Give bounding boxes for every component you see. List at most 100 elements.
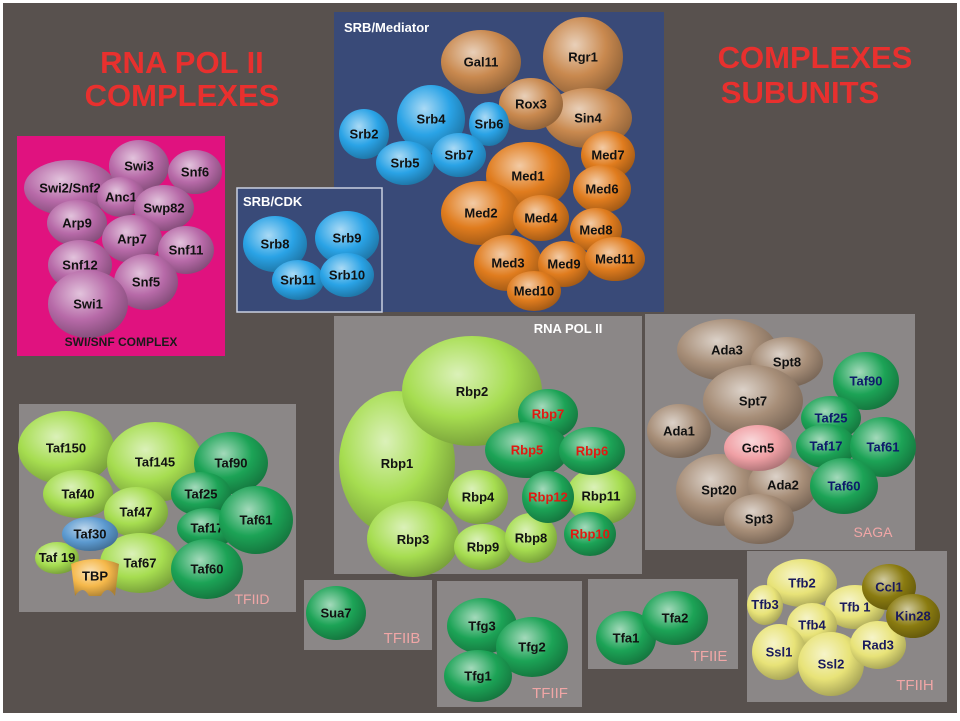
subunit-rnapol2-rbp4: Rbp4 bbox=[448, 470, 508, 524]
subunit-mediator-med10: Med10 bbox=[507, 271, 561, 311]
subunit-label: Med9 bbox=[547, 257, 580, 272]
subunit-saga-gcn5: Gcn5 bbox=[724, 425, 792, 471]
subunit-mediator-srb6: Srb6 bbox=[469, 102, 509, 146]
subunit-rnapol2-rbp5: Rbp5 bbox=[485, 422, 569, 478]
subunit-blob bbox=[171, 472, 231, 516]
subunit-saga-taf17: Taf17 bbox=[796, 424, 856, 468]
subunit-srbcdk-srb8: Srb8 bbox=[243, 216, 307, 272]
subunit-label: Taf40 bbox=[62, 486, 95, 501]
subunit-label: Ssl1 bbox=[766, 644, 793, 659]
subunit-blob bbox=[499, 78, 563, 130]
subunit-label: Srb5 bbox=[391, 156, 420, 171]
subunit-label: Srb6 bbox=[475, 117, 504, 132]
subunit-saga-ada1: Ada1 bbox=[647, 404, 711, 458]
subunit-label: Rbp1 bbox=[381, 456, 414, 471]
subunit-blob bbox=[507, 271, 561, 311]
subunit-label: Spt3 bbox=[745, 512, 773, 527]
subunit-blob bbox=[850, 621, 906, 669]
subunit-label: Taf30 bbox=[74, 526, 107, 541]
subunit-label: Rbp8 bbox=[515, 531, 548, 546]
subunit-blob bbox=[724, 425, 792, 471]
heading-right: COMPLEXES SUBUNITS bbox=[718, 40, 913, 110]
subunit-blob bbox=[833, 352, 899, 410]
subunit-label: Taf61 bbox=[867, 440, 900, 455]
subunit-blob bbox=[62, 517, 118, 551]
subunit-tfiid-taf61: Taf61 bbox=[219, 486, 293, 554]
subunit-rnapol2-rbp2: Rbp2 bbox=[402, 336, 542, 446]
subunit-rnapol2-rbp3: Rbp3 bbox=[367, 501, 459, 577]
caption-tfiif: TFIIF bbox=[532, 685, 568, 702]
subunit-blob bbox=[367, 501, 459, 577]
subunit-label: Tfb 1 bbox=[839, 599, 870, 614]
subunit-tfiid-taf47: Taf47 bbox=[104, 487, 168, 537]
subunit-blob bbox=[315, 211, 379, 265]
subunit-blob bbox=[158, 226, 214, 274]
subunit-label: Rbp10 bbox=[570, 527, 610, 542]
subunit-label: Spt7 bbox=[739, 394, 767, 409]
subunit-label: Med3 bbox=[491, 256, 524, 271]
subunit-saga-taf60: Taf60 bbox=[810, 458, 878, 514]
subunit-label: Tfa2 bbox=[662, 611, 689, 626]
subunit-blob bbox=[747, 585, 783, 625]
subunit-label: Taf60 bbox=[828, 479, 861, 494]
subunit-blob bbox=[850, 417, 916, 477]
subunit-tfiib-sua7: Sua7 bbox=[306, 586, 366, 640]
subunit-rnapol2-rbp11: Rbp11 bbox=[566, 467, 636, 525]
subunit-blob bbox=[485, 422, 569, 478]
subunit-saga-spt3: Spt3 bbox=[724, 494, 794, 544]
heading-left: RNA POL II COMPLEXES bbox=[85, 45, 280, 113]
subunit-srbcdk-srb10: Srb10 bbox=[320, 253, 374, 297]
subunit-mediator-med2: Med2 bbox=[441, 181, 521, 245]
subunit-label: Srb9 bbox=[333, 231, 362, 246]
subunit-label: Snf6 bbox=[181, 164, 209, 179]
subunit-blob bbox=[543, 17, 623, 97]
subunit-label: Swi3 bbox=[124, 158, 154, 173]
subunit-mediator-rgr1: Rgr1 bbox=[543, 17, 623, 97]
subunit-srbcdk-srb11: Srb11 bbox=[272, 260, 324, 300]
subunit-label: Rbp3 bbox=[397, 532, 430, 547]
subunit-label: Taf67 bbox=[124, 555, 157, 570]
subunit-saga-taf90: Taf90 bbox=[833, 352, 899, 410]
subunit-rnapol2-rbp6: Rbp6 bbox=[559, 427, 625, 475]
subunit-rnapol2-rbp9: Rbp9 bbox=[454, 524, 512, 570]
subunit-mediator-srb2: Srb2 bbox=[339, 109, 389, 159]
subunit-blob bbox=[35, 542, 79, 574]
subunit-blob bbox=[724, 494, 794, 544]
subunit-blob bbox=[752, 624, 806, 680]
caption-tfiib: TFIIB bbox=[384, 630, 421, 647]
subunit-blob bbox=[810, 458, 878, 514]
subunit-blob bbox=[596, 611, 656, 665]
subunit-label: Swi2/Snf2 bbox=[39, 180, 100, 195]
subunit-label: Srb4 bbox=[417, 112, 447, 127]
subunit-label: Taf90 bbox=[215, 455, 248, 470]
subunit-mediator-med4: Med4 bbox=[513, 195, 569, 241]
subunit-blob bbox=[432, 133, 486, 177]
subunit-blob bbox=[454, 524, 512, 570]
caption-rnapol2: RNA POL II bbox=[534, 321, 603, 336]
subunit-label: Taf17 bbox=[191, 520, 224, 535]
subunit-blob bbox=[306, 586, 366, 640]
subunit-swisnf-arp7: Arp7 bbox=[102, 215, 162, 263]
subunit-blob bbox=[564, 512, 616, 556]
subunit-blob bbox=[647, 404, 711, 458]
subunit-blob bbox=[566, 467, 636, 525]
subunit-label: Gal11 bbox=[464, 55, 499, 70]
subunit-label: Taf47 bbox=[120, 504, 153, 519]
subunit-label: Anc1 bbox=[105, 189, 137, 204]
subunit-label: Taf145 bbox=[135, 455, 175, 470]
subunit-blob bbox=[97, 177, 145, 217]
subunit-label: Taf61 bbox=[240, 512, 273, 527]
subunit-blob bbox=[441, 181, 521, 245]
subunit-label: Arp9 bbox=[62, 215, 92, 230]
subunit-tfiif-tfg1: Tfg1 bbox=[444, 650, 512, 702]
subunit-swisnf-swi1: Swi1 bbox=[48, 270, 128, 338]
subunit-tfiid-taf60: Taf60 bbox=[171, 539, 243, 599]
subunit-mediator-med11: Med11 bbox=[585, 237, 645, 281]
subunit-blob bbox=[798, 632, 864, 696]
subunit-label: Tfa1 bbox=[613, 631, 640, 646]
subunit-label: TBP bbox=[82, 569, 108, 584]
subunit-tfiih-ssl1: Ssl1 bbox=[752, 624, 806, 680]
subunit-mediator-gal11: Gal11 bbox=[441, 30, 521, 94]
subunit-saga-taf61: Taf61 bbox=[850, 417, 916, 477]
